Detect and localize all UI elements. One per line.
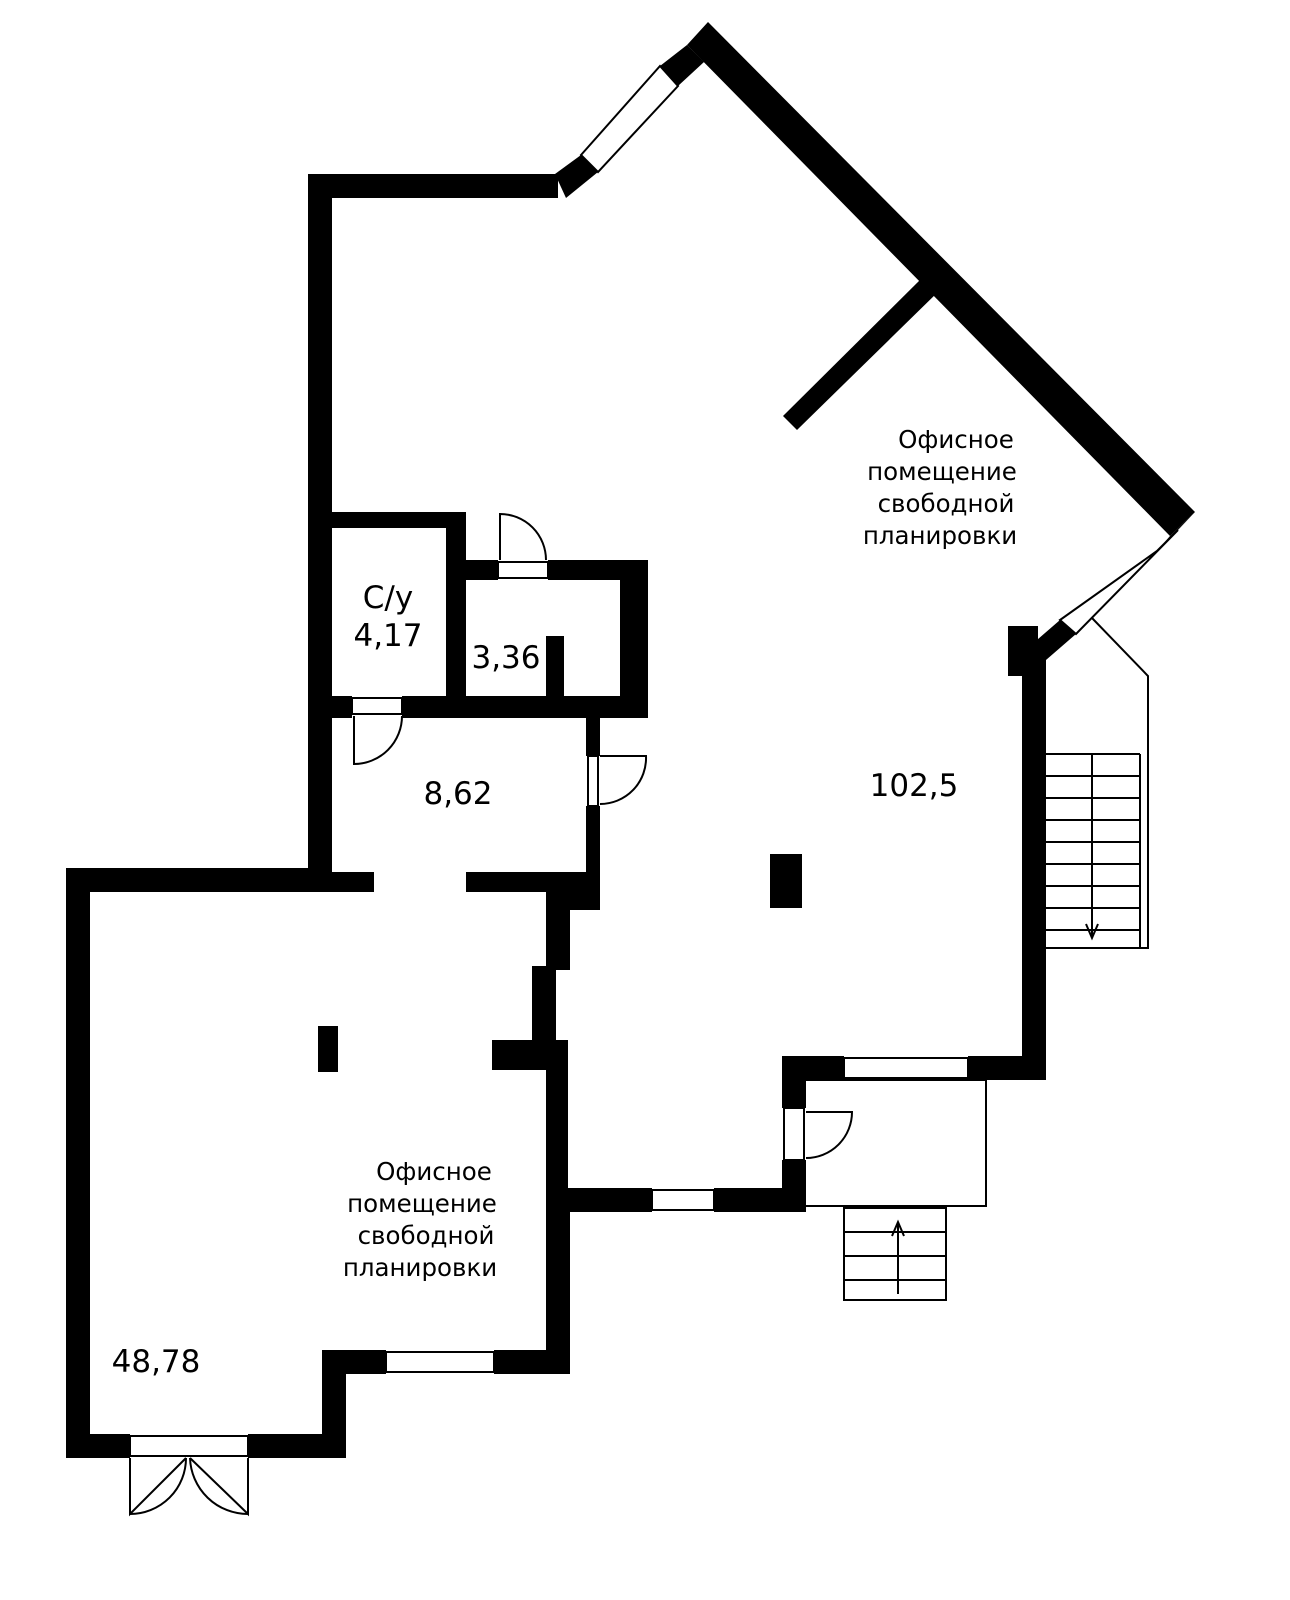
window <box>843 1057 969 1079</box>
storage-area: 3,36 <box>471 640 540 676</box>
staircase <box>1046 617 1149 949</box>
wall-segment <box>555 155 598 198</box>
entrance-steps <box>843 1207 947 1301</box>
wall-segment <box>620 560 648 716</box>
wall-segment <box>466 872 596 892</box>
office-large-desc-line1: Офисное <box>898 425 1014 454</box>
wall-segment <box>402 696 648 718</box>
wall-segment <box>1022 650 1046 1080</box>
wall-segment <box>460 560 498 580</box>
wall-segment <box>322 1350 386 1374</box>
door-frame <box>783 1107 805 1161</box>
wall-segment <box>492 1040 548 1070</box>
door-swing <box>189 1457 249 1515</box>
office-large-desc-line3: свободной <box>878 489 1015 518</box>
door-swing <box>599 755 648 806</box>
wall-segment <box>687 22 1195 536</box>
wall-segment <box>546 1040 568 1212</box>
door-swing <box>805 1111 854 1159</box>
door-swing <box>353 715 403 766</box>
door-frame <box>129 1435 249 1457</box>
column <box>770 854 802 908</box>
door-frame <box>351 697 403 715</box>
wall-segment <box>446 512 466 712</box>
thin-lines <box>129 64 1179 1517</box>
window <box>579 64 680 174</box>
wc-name: С/у <box>363 580 413 616</box>
hall-area: 8,62 <box>423 776 492 812</box>
walls <box>66 22 1195 1458</box>
door-frame <box>497 561 549 579</box>
window <box>651 1189 715 1211</box>
office-small-desc-line1: Офисное <box>376 1157 492 1186</box>
wall-segment <box>586 716 600 756</box>
wall-segment <box>1008 626 1038 676</box>
window <box>1058 529 1179 636</box>
wall-segment <box>308 174 558 198</box>
wall-segment <box>660 45 704 86</box>
column <box>318 1026 338 1072</box>
wall-segment <box>308 696 352 718</box>
wall-segment <box>586 806 600 910</box>
window <box>385 1351 495 1373</box>
office-small-desc-line4: планировки <box>343 1253 497 1282</box>
wall-segment <box>66 868 328 892</box>
wall-segment <box>532 966 556 1044</box>
wall-segment <box>308 174 332 890</box>
office-small-area: 48,78 <box>112 1344 201 1380</box>
wall-segment <box>546 636 564 702</box>
wc-area: 4,17 <box>353 618 422 654</box>
stair-direction-arrow <box>1085 923 1099 941</box>
wall-segment <box>968 1056 1046 1080</box>
office-large-desc-line4: планировки <box>863 521 1017 550</box>
wall-segment <box>714 1188 806 1212</box>
door-frame <box>587 755 599 807</box>
office-small-desc-line3: свободной <box>358 1221 495 1250</box>
office-small-desc-line2: помещение <box>347 1189 497 1218</box>
wall-segment <box>782 1056 806 1108</box>
wall-segment <box>566 1188 652 1212</box>
door-swing <box>129 1457 187 1515</box>
wall-segment <box>330 512 466 528</box>
wall-segment <box>783 276 940 430</box>
door-swing <box>499 512 547 561</box>
wall-segment <box>66 868 90 1458</box>
stair-direction-arrow <box>891 1219 905 1237</box>
office-large-desc-line2: помещение <box>867 457 1017 486</box>
wall-segment <box>546 1190 570 1372</box>
vestibule-wall <box>806 1079 987 1207</box>
wall-segment <box>66 1434 130 1458</box>
office-large-area: 102,5 <box>870 768 959 804</box>
wall-segment <box>494 1350 570 1374</box>
